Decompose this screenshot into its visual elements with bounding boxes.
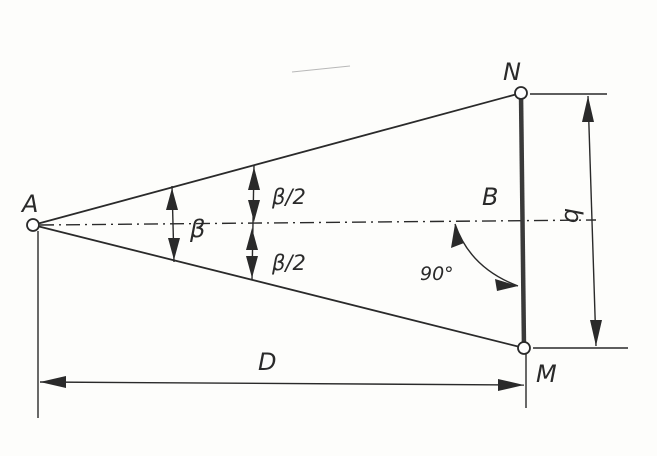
dimension-line-d bbox=[39, 381, 525, 386]
arrowhead-beta-top bbox=[166, 188, 178, 210]
label-half-angle-bottom: β/2 bbox=[271, 251, 306, 275]
sight-line-an bbox=[32, 92, 522, 226]
faint-mark bbox=[291, 65, 351, 73]
label-point-m: M bbox=[536, 360, 557, 388]
arrowhead-b-bottom bbox=[590, 320, 602, 346]
arrowhead-d-right bbox=[498, 379, 524, 391]
label-half-angle-top: β/2 bbox=[271, 185, 306, 209]
label-point-b: B bbox=[482, 183, 498, 211]
dimension-line-b bbox=[587, 95, 597, 347]
label-point-n: N bbox=[503, 58, 521, 86]
label-base-b: b bbox=[559, 208, 587, 223]
label-point-a: A bbox=[20, 190, 38, 218]
arrowhead-beta-bottom bbox=[168, 238, 180, 260]
arrowhead-half-bottom-up bbox=[246, 228, 258, 250]
label-right-angle: 90° bbox=[420, 263, 454, 285]
label-distance-d: D bbox=[258, 348, 276, 376]
sight-line-am bbox=[32, 224, 525, 349]
arrowhead-half-bottom-down bbox=[246, 256, 258, 278]
arrowhead-b-top bbox=[582, 96, 594, 122]
point-n-marker bbox=[514, 86, 528, 100]
right-angle-arc bbox=[454, 223, 519, 287]
arrowhead-90-top bbox=[451, 224, 464, 248]
point-a-marker bbox=[26, 218, 40, 232]
arrowhead-d-left bbox=[40, 376, 66, 388]
arrowhead-half-top-down bbox=[248, 200, 260, 222]
arrowhead-half-top-up bbox=[248, 167, 260, 190]
point-m-marker bbox=[517, 341, 531, 355]
label-angle-beta: β bbox=[189, 215, 205, 243]
subtense-bar bbox=[518, 92, 527, 349]
center-axis bbox=[39, 219, 597, 226]
arrowhead-90-right bbox=[495, 279, 518, 291]
